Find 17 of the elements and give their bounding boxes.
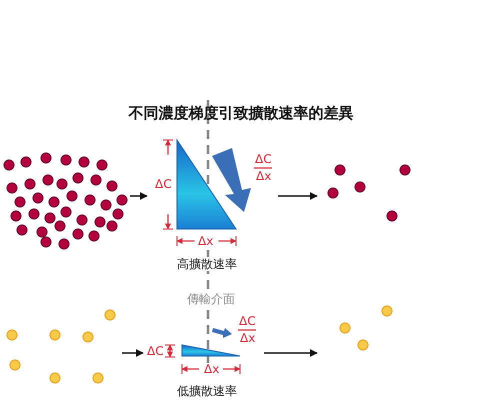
fraction-numerator: ΔC bbox=[254, 153, 273, 166]
arrow bbox=[122, 349, 144, 357]
delta-symbol: ΔC bbox=[154, 178, 173, 191]
fraction-denominator: Δx bbox=[239, 332, 256, 345]
fraction-denominator: Δx bbox=[255, 170, 272, 183]
arrow bbox=[264, 349, 318, 357]
fraction-numerator: ΔC bbox=[238, 315, 257, 328]
diagram-title: 不同濃度梯度引致擴散速率的差異 bbox=[127, 104, 354, 123]
caption-text: 高擴散速率 bbox=[176, 257, 238, 271]
arrow bbox=[278, 192, 318, 200]
delta-symbol: Δx bbox=[203, 363, 220, 376]
particle-cluster-drawing bbox=[2, 150, 128, 250]
arrow bbox=[130, 192, 148, 200]
delta-symbol: Δx bbox=[197, 235, 214, 248]
caption-text: 低擴散速率 bbox=[176, 384, 238, 398]
delta-symbol: ΔC bbox=[146, 345, 165, 358]
interface-label: 傳輸介面 bbox=[186, 293, 236, 306]
